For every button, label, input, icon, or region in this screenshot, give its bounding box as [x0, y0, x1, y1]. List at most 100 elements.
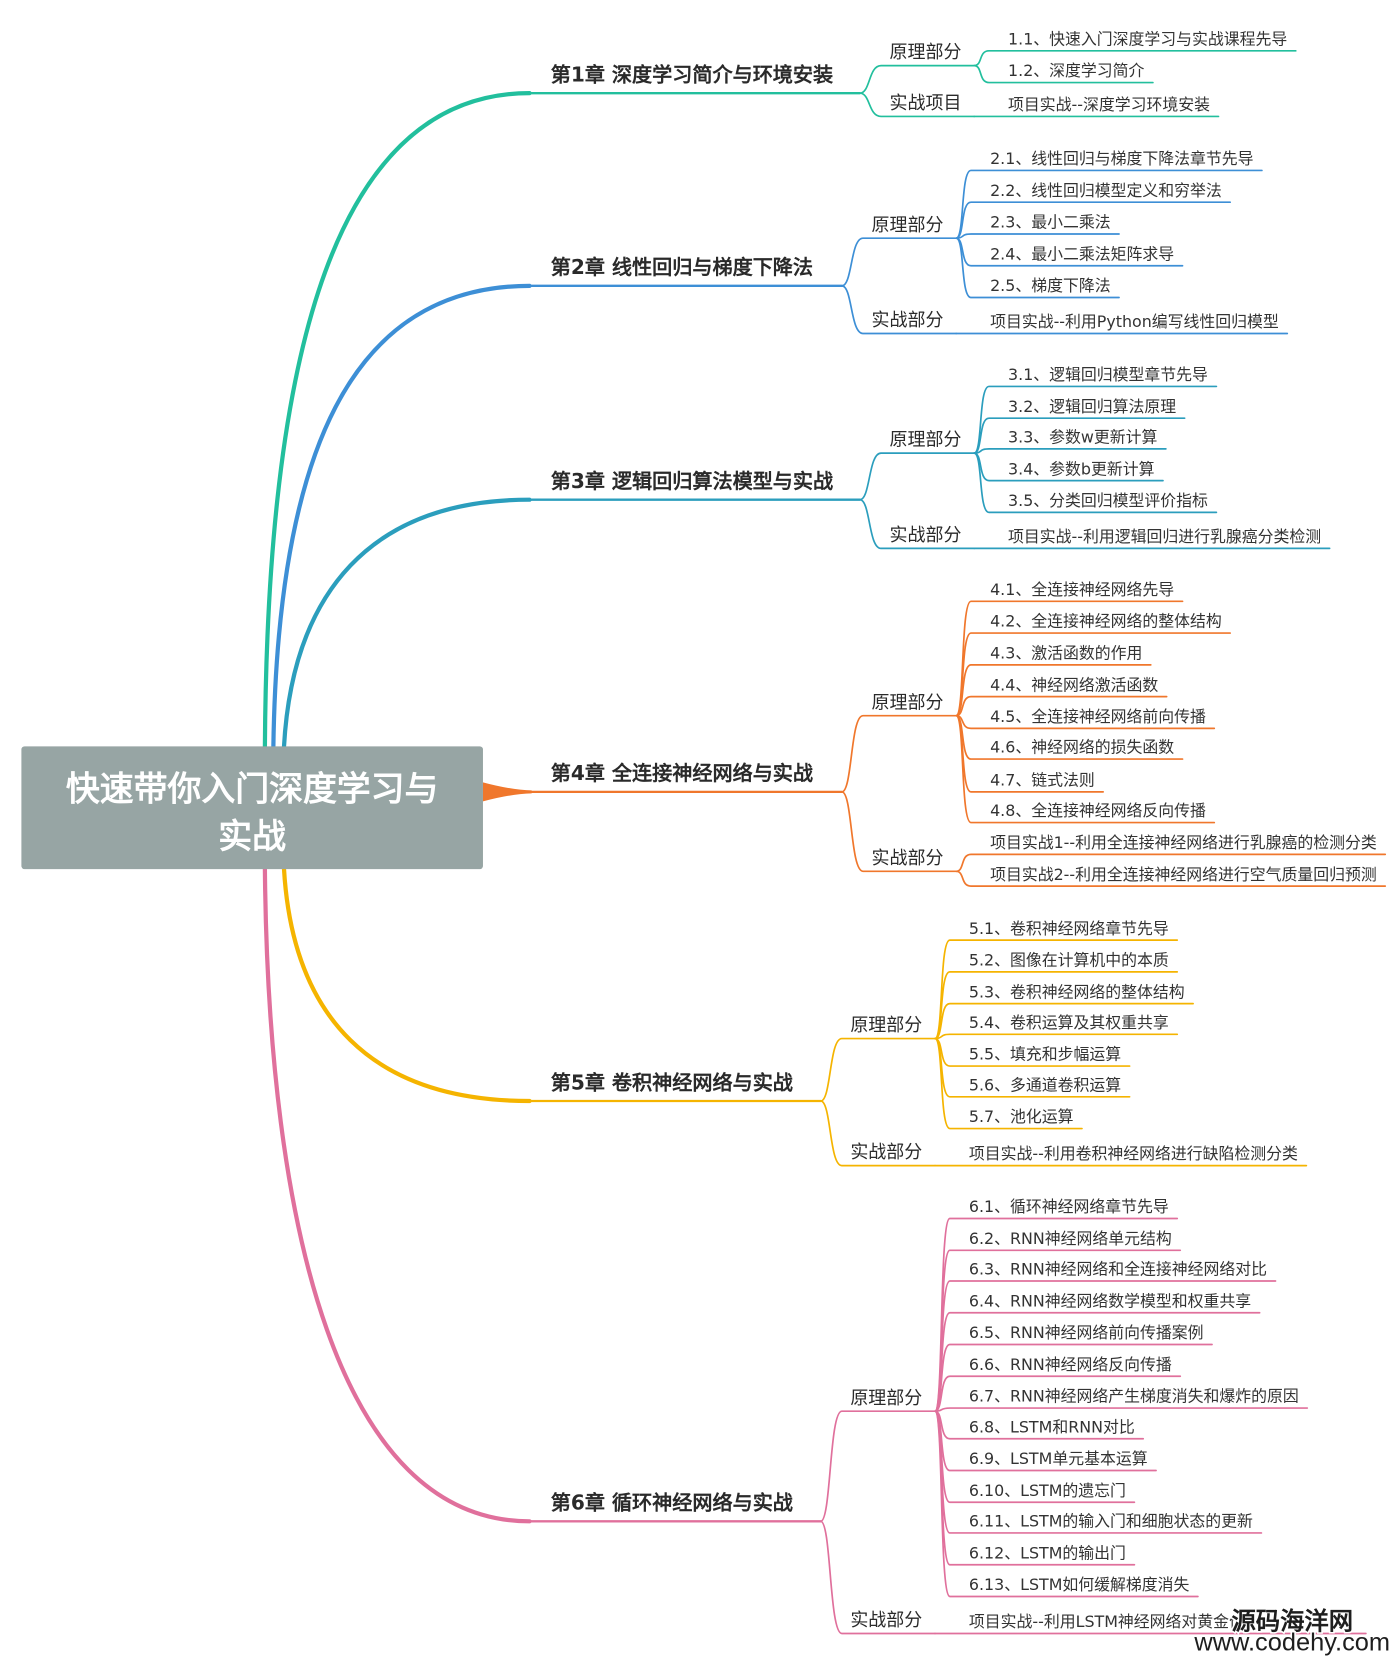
watermark-site-name: 源码海洋网 — [1231, 1606, 1353, 1635]
chapter-3-title: 第3章 逻辑回归算法模型与实战 — [551, 469, 833, 493]
chapter-1-practice-label: 实战项目 — [890, 93, 962, 114]
chapter-5-theory-item-7: 5.7、池化运算 — [969, 1107, 1074, 1126]
chapter-5-root-branch — [281, 865, 532, 1104]
chapter-3-theory-item-3: 3.3、参数w更新计算 — [1008, 428, 1157, 447]
chapter-3-theory-item-3-line — [973, 448, 1167, 454]
chapter-5-theory-item-6: 5.6、多通道卷积运算 — [969, 1075, 1121, 1094]
chapter-2-practice-label: 实战部分 — [872, 310, 944, 331]
chapter-2-theory-item-3: 2.3、最小二乘法 — [990, 213, 1111, 232]
chapter-2-theory-item-4: 2.4、最小二乘法矩阵求导 — [990, 244, 1174, 263]
root-title-line-2: 实战 — [218, 817, 286, 856]
chapter-5-theory-item-4: 5.4、卷积运算及其权重共享 — [969, 1013, 1169, 1032]
chapter-6-theory-item-5: 6.5、RNN神经网络前向传播案例 — [969, 1323, 1204, 1342]
chapter-4-practice-item-2-line — [955, 870, 1387, 887]
chapter-6-theory-item-4: 6.4、RNN神经网络数学模型和权重共享 — [969, 1291, 1251, 1310]
chapter-6-theory-item-13-line — [934, 1410, 1199, 1598]
chapter-6-practice-label: 实战部分 — [850, 1610, 922, 1631]
chapter-1-theory-item-1: 1.1、快速入门深度学习与实战课程先导 — [1008, 29, 1287, 48]
chapter-5-theory-connector — [819, 1037, 936, 1102]
chapter-6-theory-item-3: 6.3、RNN神经网络和全连接神经网络对比 — [969, 1260, 1267, 1279]
chapter-4-theory-connector — [841, 714, 958, 793]
chapter-6-theory-label: 原理部分 — [850, 1388, 922, 1409]
chapter-3-theory-item-2-line — [973, 417, 1186, 454]
chapter-3-theory-item-5-line — [973, 452, 1218, 514]
chapter-4-practice-item-1: 项目实战1--利用全连接神经网络进行乳腺癌的检测分类 — [990, 833, 1377, 852]
chapter-2-theory-item-5-line — [955, 237, 1120, 299]
chapter-4-theory-label: 原理部分 — [872, 692, 944, 713]
chapter-6-theory-item-11: 6.11、LSTM的输入门和细胞状态的更新 — [969, 1512, 1253, 1531]
chapter-6-theory-item-1: 6.1、循环神经网络章节先导 — [969, 1197, 1169, 1216]
watermark-url: www.codehy.com — [1193, 1628, 1390, 1656]
chapter-3-theory-item-1: 3.1、逻辑回归模型章节先导 — [1008, 365, 1208, 384]
chapter-1-theory-item-1-line — [973, 49, 1297, 67]
chapter-1-practice-item-1: 项目实战--深度学习环境安装 — [1008, 95, 1210, 114]
chapter-3-practice-connector — [859, 498, 976, 550]
chapter-3-theory-item-2: 3.2、逻辑回归算法原理 — [1008, 397, 1176, 416]
chapter-3-theory-item-4: 3.4、参数b更新计算 — [1008, 459, 1155, 478]
chapter-3-theory-label: 原理部分 — [890, 430, 962, 451]
chapter-5-theory-item-3: 5.3、卷积神经网络的整体结构 — [969, 982, 1185, 1001]
chapter-5-theory-label: 原理部分 — [850, 1015, 922, 1036]
chapter-3-theory-item-5: 3.5、分类回归模型评价指标 — [1008, 491, 1208, 510]
branch-lines — [262, 49, 1387, 1635]
chapter-2-theory-item-1: 2.1、线性回归与梯度下降法章节先导 — [990, 149, 1253, 168]
chapter-5-practice-connector — [819, 1100, 936, 1167]
chapter-6-theory-item-7-line — [934, 1407, 1309, 1413]
root-title-line-1: 快速带你入门深度学习与 — [66, 769, 438, 808]
chapter-1-root-branch — [262, 91, 532, 750]
chapter-3-theory-connector — [859, 452, 976, 501]
chapter-5-theory-item-5: 5.5、填充和步幅运算 — [969, 1045, 1121, 1064]
chapter-6-theory-item-7: 6.7、RNN神经网络产生梯度消失和爆炸的原因 — [969, 1387, 1299, 1406]
chapter-4-theory-item-4-line — [955, 695, 1168, 717]
chapter-2-theory-connector — [841, 237, 958, 287]
chapter-5-theory-item-2: 5.2、图像在计算机中的本质 — [969, 951, 1169, 970]
chapter-6-root-branch — [262, 865, 532, 1524]
chapter-2-theory-item-5: 2.5、梯度下降法 — [990, 276, 1111, 295]
chapter-1-title: 第1章 深度学习简介与环境安装 — [551, 63, 834, 87]
chapter-2-practice-item-1: 项目实战--利用Python编写线性回归模型 — [990, 312, 1279, 331]
chapter-1-practice-connector — [859, 92, 976, 118]
chapter-4-practice-item-1-line — [955, 853, 1387, 873]
chapter-4-theory-item-1: 4.1、全连接神经网络先导 — [990, 580, 1174, 599]
chapter-1-theory-connector — [859, 64, 976, 95]
chapter-4-theory-item-2: 4.2、全连接神经网络的整体结构 — [990, 612, 1222, 631]
chapter-6-practice-connector — [819, 1520, 936, 1635]
root-node: 快速带你入门深度学习与 实战 — [21, 746, 483, 870]
chapter-2-theory-item-2-line — [955, 201, 1232, 240]
chapter-6-theory-item-13: 6.13、LSTM如何缓解梯度消失 — [969, 1575, 1190, 1594]
chapter-5-theory-item-7-line — [934, 1037, 1083, 1130]
chapter-4-practice-connector — [841, 791, 958, 873]
root-node-box — [21, 746, 483, 870]
chapter-1-theory-item-2-line — [973, 64, 1154, 84]
chapter-2-practice-connector — [841, 284, 958, 335]
chapter-2-root-branch — [271, 283, 532, 750]
chapter-4-theory-item-4: 4.4、神经网络激活函数 — [990, 675, 1158, 694]
chapter-6-theory-item-2: 6.2、RNN神经网络单元结构 — [969, 1229, 1172, 1248]
chapter-1-theory-label: 原理部分 — [890, 42, 962, 63]
chapter-3-practice-item-1: 项目实战--利用逻辑回归进行乳腺癌分类检测 — [1008, 527, 1321, 546]
chapter-4-root-branch — [482, 782, 532, 802]
chapter-4-theory-item-8: 4.8、全连接神经网络反向传播 — [990, 801, 1206, 820]
chapter-2-theory-item-3-line — [955, 233, 1120, 240]
chapter-6-practice-item-1: 项目实战--利用LSTM神经网络对黄金价 — [969, 1612, 1245, 1631]
chapter-4-title: 第4章 全连接神经网络与实战 — [551, 761, 813, 785]
chapter-5-theory-item-4-line — [934, 1033, 1179, 1040]
chapter-4-theory-item-3-line — [955, 664, 1152, 717]
chapter-4-theory-item-6: 4.6、神经网络的损失函数 — [990, 738, 1174, 757]
chapter-4-theory-item-7: 4.7、链式法则 — [990, 771, 1095, 790]
chapter-4-theory-item-5: 4.5、全连接神经网络前向传播 — [990, 707, 1206, 726]
chapter-6-theory-item-8: 6.8、LSTM和RNN对比 — [969, 1417, 1135, 1436]
chapter-5-title: 第5章 卷积神经网络与实战 — [551, 1070, 793, 1094]
watermark: 源码海洋网 www.codehy.com — [1192, 1605, 1392, 1658]
chapter-6-theory-item-6-line — [934, 1375, 1182, 1413]
chapter-6-theory-item-10: 6.10、LSTM的遗忘门 — [969, 1481, 1126, 1500]
chapter-4-practice-label: 实战部分 — [872, 848, 944, 869]
chapter-4-practice-item-2: 项目实战2--利用全连接神经网络进行空气质量回归预测 — [990, 865, 1377, 884]
chapter-5-practice-label: 实战部分 — [850, 1142, 922, 1163]
chapter-3-root-branch — [281, 497, 532, 750]
chapter-6-title: 第6章 循环神经网络与实战 — [551, 1491, 793, 1515]
chapter-4-theory-item-3: 4.3、激活函数的作用 — [990, 643, 1142, 662]
chapter-3-practice-label: 实战部分 — [890, 525, 962, 546]
chapter-2-title: 第2章 线性回归与梯度下降法 — [551, 255, 813, 279]
